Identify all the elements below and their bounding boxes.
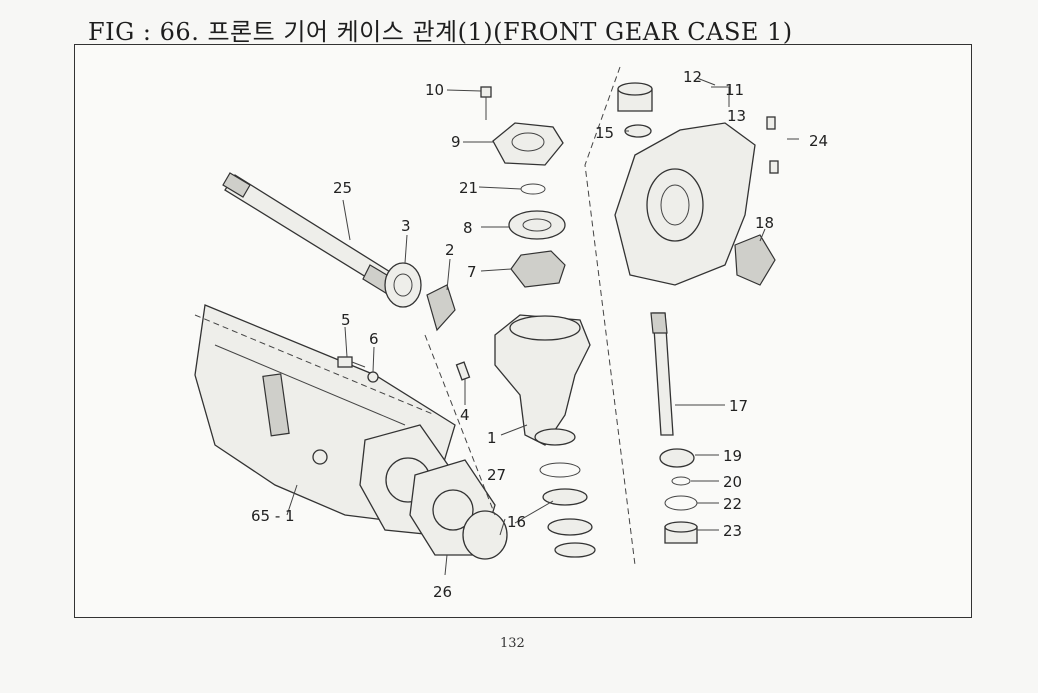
bearing-3 [384,262,422,308]
label-7: 7 [467,263,477,281]
ring-22 [664,495,698,511]
label-21: 21 [459,179,478,197]
label-5: 5 [341,311,351,329]
label-6: 6 [369,330,379,348]
label-22: 22 [723,495,742,513]
page-title: FIG : 66. 프론트 기어 케이스 관계(1)(FRONT GEAR CA… [88,18,793,46]
label-1: 1 [487,429,497,447]
label-19: 19 [723,447,742,465]
ring-20 [671,476,691,486]
label-23: 23 [723,522,742,540]
washer-6 [367,371,379,383]
leader-lines [286,77,799,576]
label-13: 13 [727,107,746,125]
label-11: 11 [725,81,744,99]
o-ring-27 [462,510,508,560]
bevel-gear-18 [734,234,776,286]
cover-9 [492,122,564,166]
pin-4 [455,361,471,381]
pinion-gear-2 [426,284,456,332]
bearing-8 [508,210,566,240]
bolts-24 [766,116,779,174]
seal-16 [539,462,596,558]
label-2: 2 [445,241,455,259]
label-16: 16 [507,513,526,531]
label-9: 9 [451,133,461,151]
label-25: 25 [333,179,352,197]
exploded-parts-diagram: 10 9 21 8 7 25 3 2 5 6 4 1 12 11 13 15 2… [194,66,828,601]
label-12: 12 [683,68,702,86]
snap-ring-21 [520,183,546,195]
shaft-17 [650,312,674,436]
label-10: 10 [425,81,444,99]
bearing-19 [659,448,695,468]
collar-23 [664,521,698,544]
shaft-25 [222,172,398,296]
divider-line [584,66,636,566]
label-15: 15 [595,124,614,142]
label-3: 3 [401,217,411,235]
label-20: 20 [723,473,742,491]
part-labels: 10 9 21 8 7 25 3 2 5 6 4 1 12 11 13 15 2… [251,68,828,601]
gear-case-1 [494,314,591,446]
bolt-5 [337,356,366,368]
label-27: 27 [487,466,506,484]
diagram-frame: 10 9 21 8 7 25 3 2 5 6 4 1 12 11 13 15 2… [74,44,972,618]
cap-12 [617,82,653,112]
bevel-gear-7 [510,250,566,288]
label-4: 4 [460,406,470,424]
label-17: 17 [729,397,748,415]
page-number: 132 [500,636,525,651]
label-24: 24 [809,132,828,150]
label-65-1: 65 - 1 [251,507,295,525]
label-8: 8 [463,219,473,237]
gear-case-housing [614,122,756,286]
bolt-10 [480,86,492,120]
label-26: 26 [433,583,452,601]
label-18: 18 [755,214,774,232]
